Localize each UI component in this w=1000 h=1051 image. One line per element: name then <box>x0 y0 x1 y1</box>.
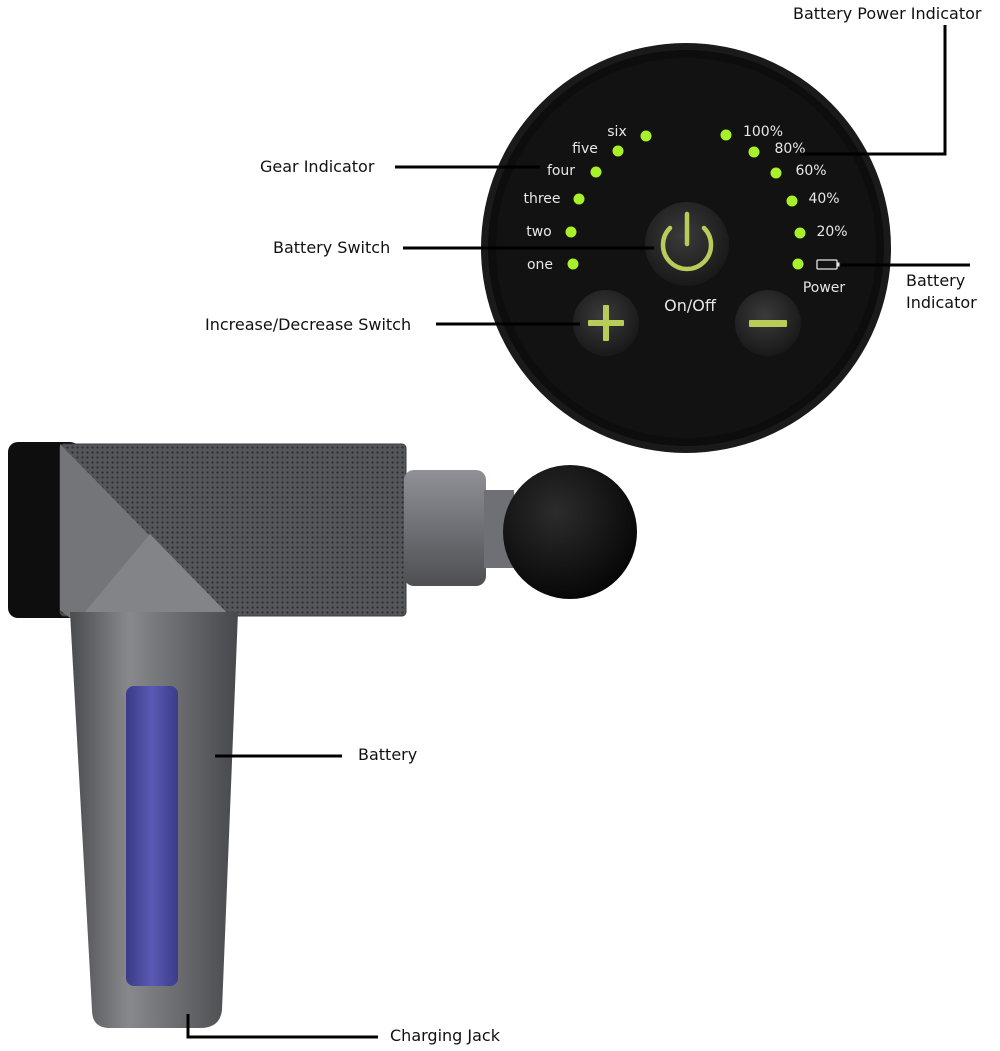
gear-label-one: one <box>527 257 553 273</box>
battery-led-40 <box>786 195 798 207</box>
callout-battery-indicator-line1: Battery <box>906 271 966 290</box>
battery-window <box>126 686 178 986</box>
leader-lines <box>186 25 970 1039</box>
battery-label-100: 100% <box>743 124 783 140</box>
gear-led-one <box>567 258 579 270</box>
gear-led-three <box>573 193 585 205</box>
gear-leds <box>565 130 652 270</box>
battery-leds <box>720 129 806 270</box>
callout-gear-indicator: Gear Indicator <box>260 157 375 176</box>
gear-led-five <box>612 145 624 157</box>
gear-led-two <box>565 226 577 238</box>
callout-battery-indicator: Battery Indicator <box>906 270 977 314</box>
gear-label-two: two <box>526 224 552 240</box>
gun-shaft <box>404 470 514 586</box>
plus-icon <box>588 305 624 341</box>
leader-battery-power <box>800 25 947 156</box>
increase-button[interactable] <box>573 290 639 356</box>
minus-icon <box>749 320 787 327</box>
gear-label-three: three <box>523 191 560 207</box>
gear-label-five: five <box>572 141 598 157</box>
power-label: Power <box>803 280 846 296</box>
massage-ball-head <box>503 465 637 599</box>
power-icon <box>660 211 714 272</box>
battery-label-20: 20% <box>816 224 847 240</box>
gear-label-four: four <box>547 163 575 179</box>
callout-battery-power-indicator: Battery Power Indicator <box>793 4 982 23</box>
gun-handle <box>70 612 238 1028</box>
battery-label-40: 40% <box>808 191 839 207</box>
callout-charging-jack: Charging Jack <box>390 1026 500 1045</box>
battery-led-20 <box>794 227 806 239</box>
battery-label-60: 60% <box>795 163 826 179</box>
battery-label-80: 80% <box>774 141 805 157</box>
decrease-button[interactable] <box>735 290 801 356</box>
callout-battery-switch: Battery Switch <box>273 238 391 257</box>
callout-increase-decrease-switch: Increase/Decrease Switch <box>205 315 412 334</box>
gear-led-six <box>640 130 652 142</box>
gun-body <box>59 443 407 618</box>
battery-led-80 <box>748 146 760 158</box>
battery-led-60 <box>770 167 782 179</box>
leader-charging-jack <box>186 1014 378 1039</box>
gear-label-six: six <box>607 124 626 140</box>
battery-icon <box>816 259 840 270</box>
power-button[interactable] <box>645 202 729 286</box>
callout-battery: Battery <box>358 745 418 764</box>
gear-led-four <box>590 166 602 178</box>
battery-led-power <box>792 258 804 270</box>
battery-led-100 <box>720 129 732 141</box>
on-off-label: On/Off <box>664 296 717 315</box>
callout-battery-indicator-line2: Indicator <box>906 293 977 312</box>
